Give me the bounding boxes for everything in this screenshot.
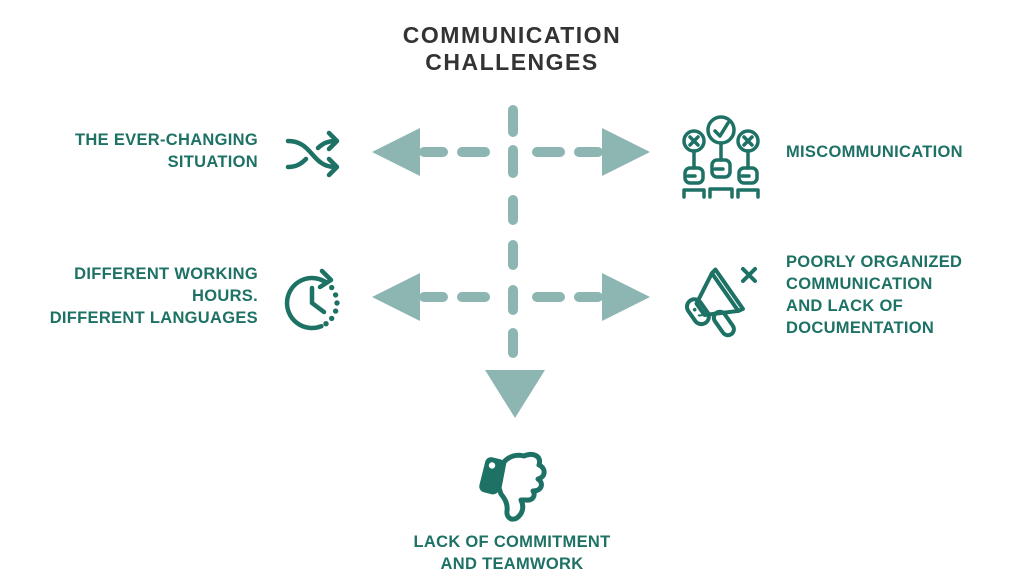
right-arrowhead [602, 128, 650, 176]
label-poorly-organized: POORLY ORGANIZED COMMUNICATION AND LACK … [786, 253, 963, 337]
label-miscommunication: MISCOMMUNICATION [786, 143, 963, 161]
clock-dotted-arc [323, 284, 340, 327]
down-arrowhead [485, 370, 545, 418]
label-working-hours-languages: DIFFERENT WORKING HOURS. DIFFERENT LANGU… [49, 265, 258, 327]
label-lack-of-commitment: LACK OF COMMITMENT AND TEAMWORK [413, 533, 611, 573]
left-arrowhead [372, 128, 420, 176]
title-line-1: COMMUNICATION [402, 22, 622, 48]
arrow-row-top [372, 128, 650, 176]
thumbs-down-icon [479, 451, 547, 522]
title-line-2: CHALLENGES [425, 49, 599, 75]
clock-icon [284, 268, 340, 331]
arrow-row-middle [372, 273, 650, 321]
page-title: COMMUNICATION CHALLENGES [0, 22, 1024, 76]
voting-hands-icon [682, 115, 760, 199]
right-arrowhead [602, 273, 650, 321]
x-mark [741, 267, 757, 283]
label-ever-changing-situation: THE EVER-CHANGING SITUATION [75, 131, 258, 171]
left-arrowhead [372, 273, 420, 321]
shuffle-icon [285, 130, 340, 178]
megaphone-icon [684, 267, 757, 338]
